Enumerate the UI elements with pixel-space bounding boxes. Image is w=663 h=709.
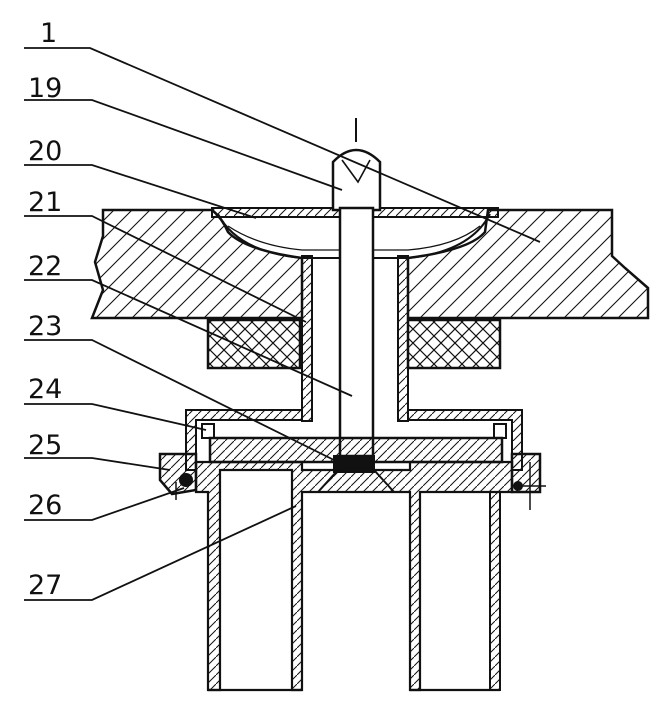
insulation-blocks [206,318,502,370]
flange [158,452,546,510]
leader-22 [24,279,353,397]
label-24: 24 [28,374,62,405]
reference-numerals: 1 19 20 21 22 23 24 25 26 27 [28,18,62,601]
label-1: 1 [40,18,57,49]
leader-26 [24,487,185,521]
leader-23 [24,339,339,463]
label-22: 22 [28,251,62,282]
label-26: 26 [28,490,62,521]
outlet-body [194,460,514,692]
leader-20 [24,164,257,219]
leader-25 [24,457,171,471]
label-27: 27 [28,570,62,601]
wall-plate [90,208,650,320]
leader-21 [24,215,307,323]
leader-27 [24,505,297,601]
label-19: 19 [28,73,62,104]
label-20: 20 [28,136,62,167]
leader-24 [24,403,207,431]
leader-lines [24,47,541,601]
label-21: 21 [28,187,62,218]
label-25: 25 [28,430,62,461]
leader-1 [24,47,541,243]
leader-19 [24,99,343,191]
pin-head [331,118,382,212]
central-stem [338,206,375,458]
label-23: 23 [28,311,62,342]
